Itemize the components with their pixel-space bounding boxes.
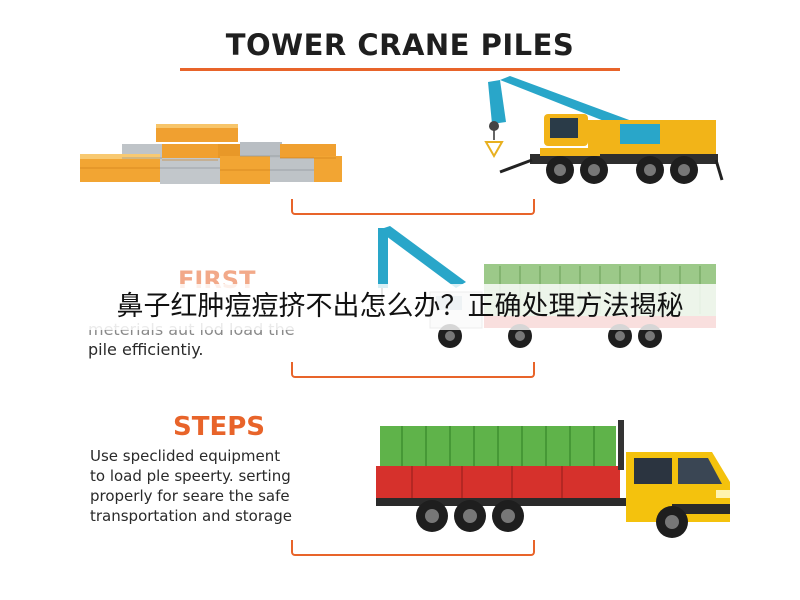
title-underline (180, 68, 620, 71)
steps-line-1: Use speclided equipment (90, 447, 281, 465)
steps-heading: STEPS (173, 412, 266, 442)
overlay-banner-text: 鼻子红肿痘痘挤不出怎么办？正确处理方法揭秘 (116, 291, 684, 322)
bracket-1 (291, 199, 535, 215)
page-title: TOWER CRANE PILES (225, 28, 575, 62)
cargo-truck-icon (376, 420, 730, 538)
mobile-crane-icon (484, 76, 724, 184)
steps-description: Use speclided equipment to load ple spee… (90, 446, 380, 526)
steps-line-4: transportation and storage (90, 507, 292, 525)
steps-line-2: to load ple speerty. serting (90, 467, 291, 485)
overlay-banner (0, 284, 800, 330)
first-line-2: pile efficientiy. (88, 340, 204, 359)
steps-line-3: properly for seare the safe (90, 487, 290, 505)
bracket-3 (291, 540, 535, 556)
bracket-2 (291, 362, 535, 378)
lumber-stack-icon (80, 124, 342, 184)
